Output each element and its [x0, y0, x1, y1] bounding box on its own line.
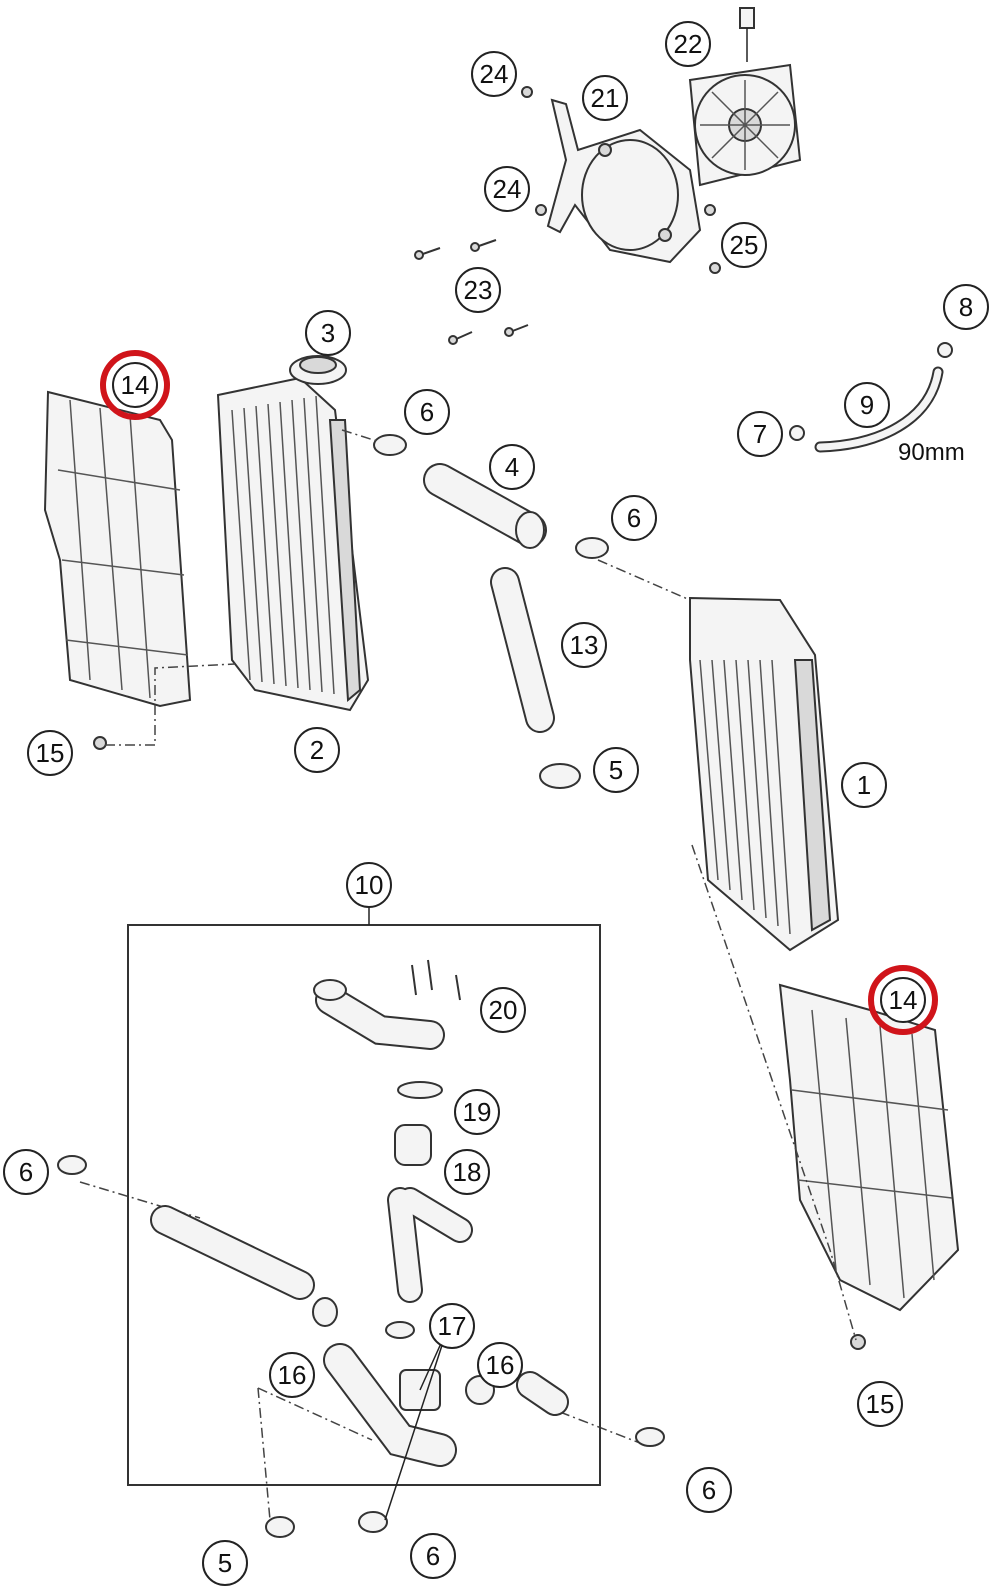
svg-text:3: 3: [321, 318, 335, 348]
callout-6-lower-right: 6: [686, 1467, 732, 1513]
callout-17: 17: [429, 1303, 475, 1349]
screw-15-right: [850, 1334, 866, 1350]
callout-5-upper: 5: [593, 747, 639, 793]
callouts: 22 24 21 24 25 23 8 3 14 9 6 7 4 6 13 15…: [3, 21, 989, 1586]
callout-5-bottom: 5: [202, 1540, 248, 1586]
callout-3: 3: [305, 310, 351, 356]
screw-24-bottom: [535, 204, 547, 216]
svg-text:9: 9: [860, 390, 874, 420]
svg-text:1: 1: [857, 770, 871, 800]
callout-22: 22: [665, 21, 711, 67]
hose-clamp-6-lower-right: [635, 1427, 665, 1447]
hose-clamp-5-bottom: [265, 1516, 295, 1538]
hose-clamp-6-bottom: [358, 1511, 388, 1533]
callout-24-top: 24: [471, 51, 517, 97]
right-radiator-guard: [778, 983, 960, 1312]
callout-14-right: 14: [868, 965, 938, 1035]
left-radiator-guard: [43, 390, 192, 708]
svg-text:6: 6: [627, 503, 641, 533]
screws-23: [414, 239, 529, 345]
callout-14-left: 14: [100, 350, 170, 420]
callout-25: 25: [721, 222, 767, 268]
callout-20: 20: [480, 987, 526, 1033]
svg-text:18: 18: [453, 1157, 482, 1187]
svg-text:10: 10: [355, 870, 384, 900]
screw-25-top: [704, 204, 716, 216]
callout-15-right: 15: [857, 1381, 903, 1427]
svg-text:7: 7: [753, 419, 767, 449]
callout-6-bottom: 6: [410, 1533, 456, 1579]
callout-9: 9: [844, 382, 890, 428]
reducer-16-left: [312, 1297, 338, 1327]
hose-length-label: 90mm: [898, 439, 965, 466]
svg-text:14: 14: [889, 985, 918, 1015]
callout-15-left: 15: [27, 730, 73, 776]
svg-text:22: 22: [674, 29, 703, 59]
svg-text:6: 6: [702, 1475, 716, 1505]
left-radiator: [216, 355, 370, 712]
svg-text:4: 4: [505, 452, 519, 482]
callout-19: 19: [454, 1089, 500, 1135]
hose-clamp-6-left: [373, 434, 407, 456]
hose-clamp-6-lower-left: [57, 1155, 87, 1175]
svg-text:15: 15: [36, 738, 65, 768]
screw-25-bottom: [709, 262, 721, 274]
svg-text:16: 16: [486, 1350, 515, 1380]
svg-text:16: 16: [278, 1360, 307, 1390]
callout-1: 1: [841, 762, 887, 808]
svg-text:25: 25: [730, 230, 759, 260]
svg-text:2: 2: [310, 735, 324, 765]
alignment-lines: [79, 429, 857, 1521]
hose-13: [490, 567, 555, 733]
callout-24-bottom: 24: [484, 166, 530, 212]
callout-6-mid: 6: [611, 495, 657, 541]
callout-10: 10: [346, 862, 392, 908]
callout-8: 8: [943, 284, 989, 330]
hose-clamp-5-top: [539, 763, 581, 789]
callout-23: 23: [455, 267, 501, 313]
hose-clip-7: [789, 425, 805, 441]
right-radiator: [689, 596, 840, 952]
svg-text:23: 23: [464, 275, 493, 305]
o-ring-19: [397, 1081, 443, 1099]
svg-text:6: 6: [426, 1541, 440, 1571]
svg-text:5: 5: [218, 1548, 232, 1578]
svg-text:24: 24: [493, 174, 522, 204]
callout-16-right: 16: [477, 1342, 523, 1388]
thermostat-18: [394, 1124, 432, 1166]
cooling-fan: [688, 7, 802, 187]
svg-text:14: 14: [121, 370, 150, 400]
hose-clip-8: [937, 342, 953, 358]
callout-7: 7: [737, 411, 783, 457]
svg-text:5: 5: [609, 755, 623, 785]
screw-24-top: [521, 86, 533, 98]
svg-text:8: 8: [959, 292, 973, 322]
callout-6-lower-left: 6: [3, 1149, 49, 1195]
breather-hose-assembly: 90mm: [789, 342, 965, 466]
svg-text:20: 20: [489, 995, 518, 1025]
svg-text:24: 24: [480, 59, 509, 89]
callout-21: 21: [582, 75, 628, 121]
callout-4: 4: [489, 444, 535, 490]
fan-assembly: [414, 7, 802, 345]
callout-2: 2: [294, 727, 340, 773]
screw-15-left: [93, 736, 107, 750]
thermostat-kit: [150, 959, 569, 1467]
callout-16-left: 16: [269, 1352, 315, 1398]
svg-text:15: 15: [866, 1389, 895, 1419]
callout-13: 13: [561, 622, 607, 668]
svg-text:17: 17: [438, 1311, 467, 1341]
hose-clamp-6-right: [575, 537, 609, 559]
hose-4: [423, 463, 547, 549]
svg-text:6: 6: [19, 1157, 33, 1187]
svg-text:19: 19: [463, 1097, 492, 1127]
callout-18: 18: [444, 1149, 490, 1195]
svg-text:6: 6: [420, 397, 434, 427]
svg-text:13: 13: [570, 630, 599, 660]
kit-frame-10: [127, 924, 601, 1486]
svg-text:21: 21: [591, 83, 620, 113]
callout-6-upper: 6: [404, 389, 450, 435]
